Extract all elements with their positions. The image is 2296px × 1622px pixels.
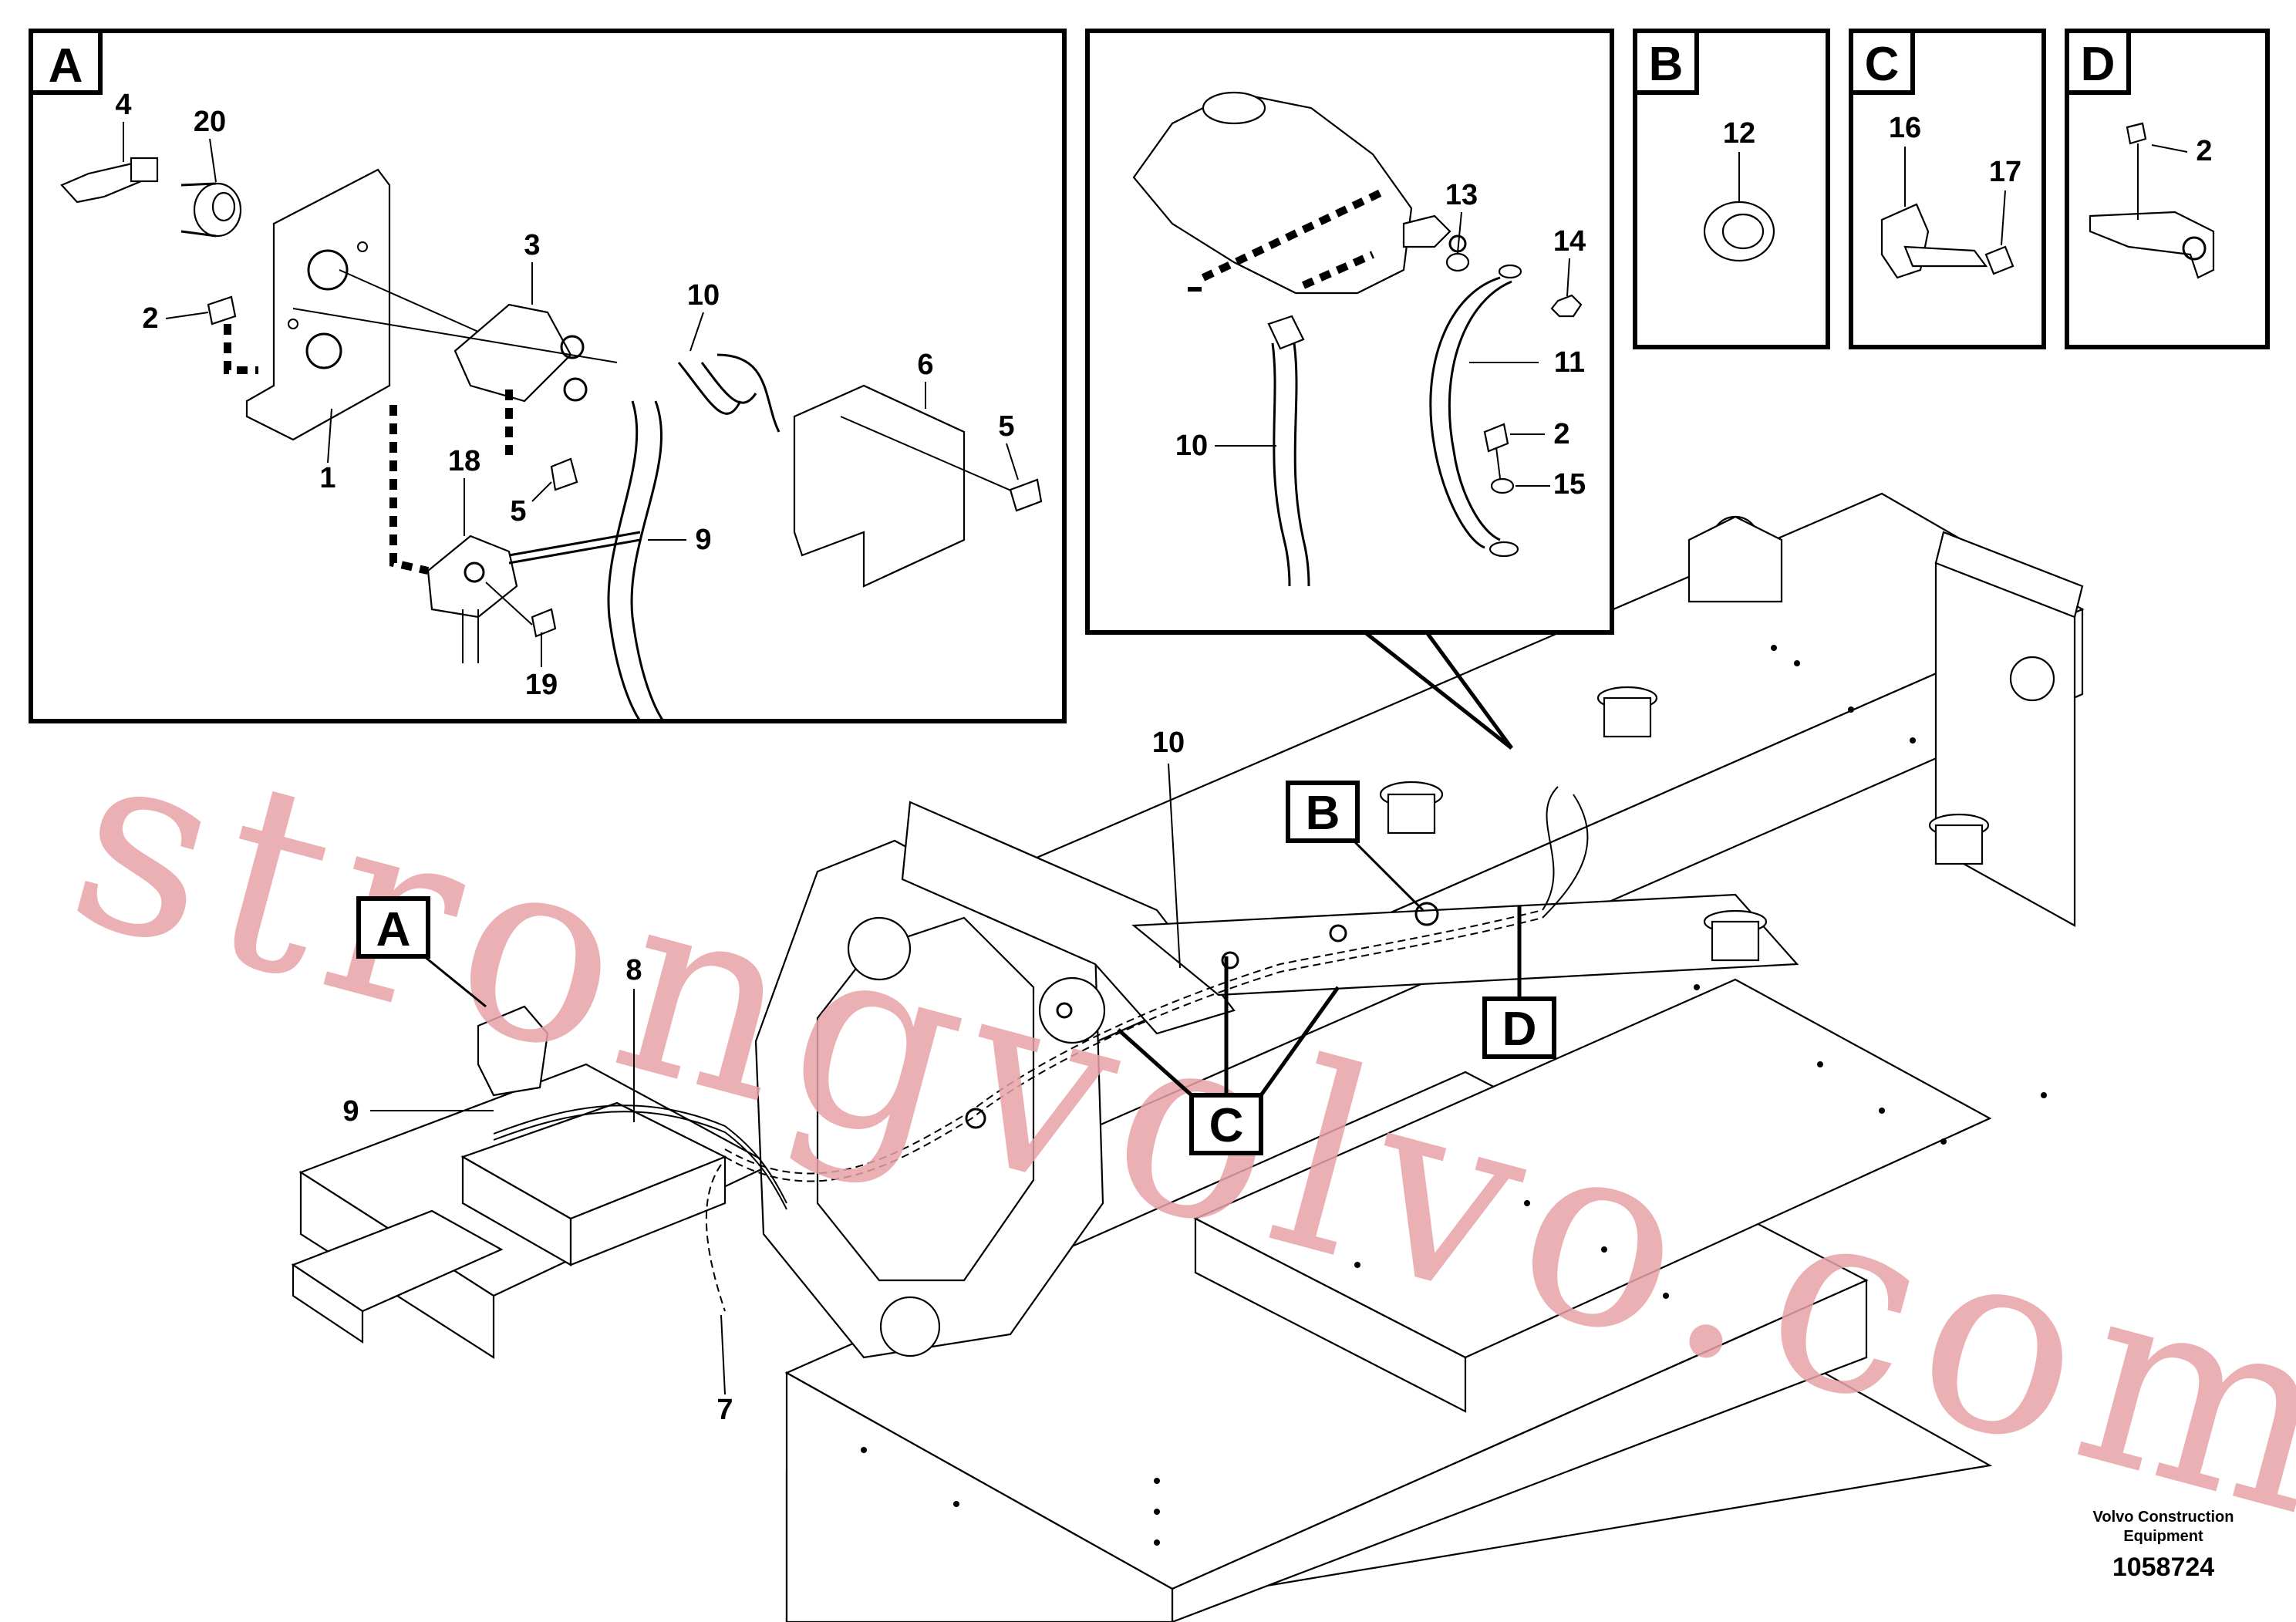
detail-view-c: C 16 17: [1849, 29, 2046, 349]
svg-text:7: 7: [716, 1394, 733, 1426]
ref-letter-a: A: [376, 903, 411, 956]
svg-text:10: 10: [1152, 727, 1185, 759]
svg-text:2: 2: [142, 302, 158, 335]
upper-frame-illustration: [291, 492, 2085, 1622]
svg-text:1: 1: [319, 462, 335, 494]
svg-text:20: 20: [194, 106, 226, 138]
svg-text:4: 4: [115, 89, 131, 121]
starter-callouts: 13 14 11 10 2 15: [1175, 179, 1586, 501]
svg-text:18: 18: [448, 445, 480, 477]
detail-view-d: D 2: [2065, 29, 2270, 349]
svg-text:19: 19: [525, 669, 558, 701]
main-view-callouts: A B C D 10 8 9 7: [342, 727, 1556, 1426]
svg-text:13: 13: [1445, 179, 1478, 211]
svg-text:17: 17: [1989, 156, 2021, 188]
main-cable-route: [477, 786, 1589, 1312]
svg-text:11: 11: [1554, 346, 1585, 379]
svg-text:Volvo Construction: Volvo Construction: [2093, 1509, 2234, 1526]
view-letter-b: B: [1649, 38, 1684, 91]
view-letter-a: A: [49, 39, 83, 93]
svg-text:12: 12: [1723, 117, 1755, 150]
svg-text:14: 14: [1553, 225, 1586, 258]
svg-text:Equipment: Equipment: [2123, 1528, 2203, 1545]
ref-letter-d: D: [1502, 1003, 1537, 1056]
detail-view-b: B 12: [1633, 29, 1830, 349]
ref-letter-c: C: [1209, 1099, 1244, 1152]
document-number: 1058724: [2112, 1553, 2214, 1582]
svg-text:9: 9: [342, 1095, 359, 1128]
svg-text:10: 10: [1175, 430, 1208, 462]
svg-text:8: 8: [625, 954, 642, 986]
svg-text:16: 16: [1889, 112, 1921, 144]
view-letter-d: D: [2081, 38, 2116, 91]
svg-text:6: 6: [917, 349, 933, 381]
svg-text:9: 9: [695, 524, 711, 556]
engine-mount-group: [1379, 686, 1990, 962]
svg-text:5: 5: [510, 495, 526, 528]
bracket-part: [2089, 211, 2215, 279]
detail-view-starter: 13 14 11 10 2 15: [1085, 29, 1614, 750]
detail-view-a: A: [29, 29, 1067, 723]
view-a-callouts: 4 20 3 10 2 6 5 1 18 5 9 19: [115, 89, 1019, 701]
svg-text:5: 5: [998, 410, 1014, 443]
view-letter-c: C: [1865, 38, 1900, 91]
svg-text:2: 2: [1553, 418, 1569, 450]
publisher-credit: Volvo Construction Equipment 1058724: [2093, 1509, 2234, 1582]
ref-letter-b: B: [1306, 787, 1340, 840]
bolt-hole-dots: [861, 645, 2047, 1546]
svg-text:15: 15: [1553, 468, 1586, 501]
svg-text:2: 2: [2196, 135, 2212, 167]
svg-text:3: 3: [524, 229, 540, 261]
svg-text:10: 10: [687, 279, 720, 312]
